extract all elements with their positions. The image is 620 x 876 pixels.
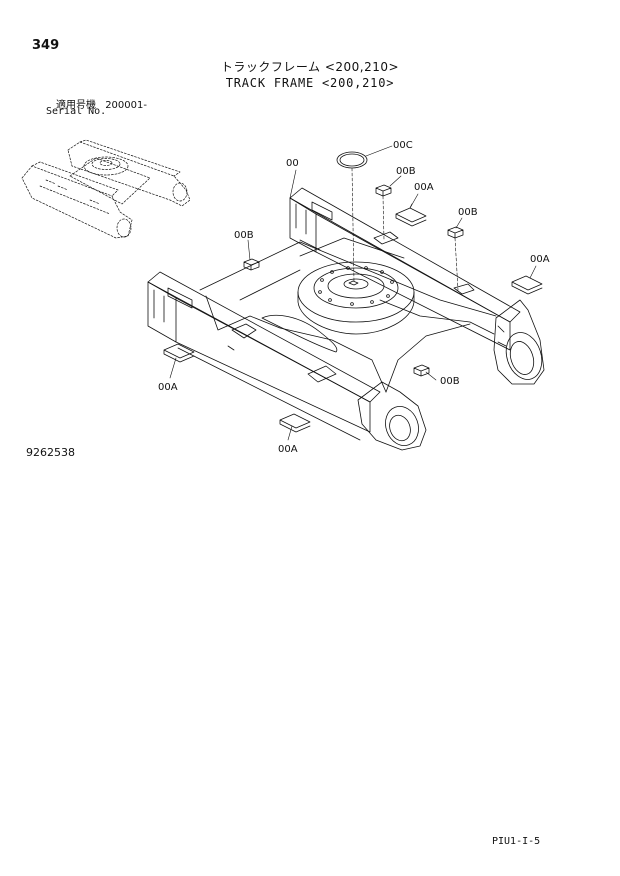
serial-label-japanese: 適用号機 200001- xyxy=(56,96,147,111)
shim-part-1 xyxy=(395,203,427,227)
pad-part-1 xyxy=(375,184,392,197)
shim-part-3 xyxy=(163,343,195,363)
callout-00: 00 xyxy=(286,158,299,169)
shim-part-2 xyxy=(511,275,543,295)
callout-00C: 00C xyxy=(393,140,413,151)
callout-00A-2: 00A xyxy=(530,254,550,265)
callout-00A-1: 00A xyxy=(414,182,434,193)
pad-part-3 xyxy=(243,258,260,271)
page-reference: PIU1-I-5 xyxy=(492,836,541,847)
pad-part-4 xyxy=(413,364,430,377)
shim-part-4 xyxy=(279,413,311,433)
leader-lines xyxy=(169,145,537,441)
track-frame xyxy=(147,187,545,451)
pad-part-2 xyxy=(447,226,464,239)
callout-00B-3: 00B xyxy=(234,230,254,241)
overview-sketch xyxy=(21,139,191,239)
parts xyxy=(163,151,543,433)
page-number: 349 xyxy=(32,38,60,53)
serial-label-english: Serial No. xyxy=(46,106,107,117)
callout-00A-4: 00A xyxy=(278,444,298,455)
title-japanese: トラックフレーム <200,210> xyxy=(220,60,400,74)
callout-labels: 00 00C 00B 00A 00B 00B 00A 00A 00B 00A xyxy=(158,140,550,455)
drawing-number: 9262538 xyxy=(26,446,75,459)
callout-00A-3: 00A xyxy=(158,382,178,393)
callout-00B-4: 00B xyxy=(440,376,460,387)
callout-00B-1: 00B xyxy=(396,166,416,177)
title-english: TRACK FRAME <200,210> xyxy=(225,76,395,90)
serial-label-jp-text: 適用号機 xyxy=(56,100,96,111)
callout-00B-2: 00B xyxy=(458,207,478,218)
serial-value: 200001- xyxy=(105,100,147,111)
